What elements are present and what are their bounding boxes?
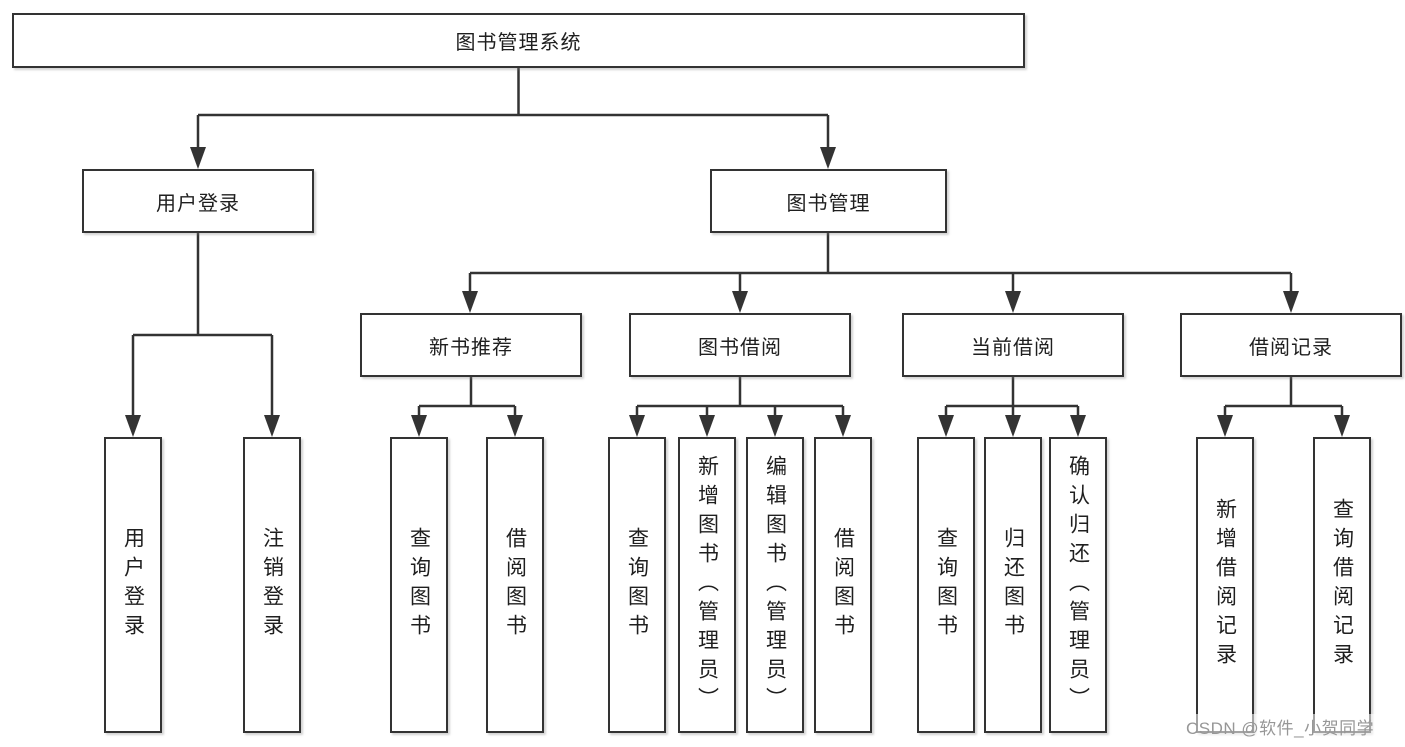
- node-library-system: 图书管理系统: [12, 13, 1025, 68]
- node-nbr-borrow-books: 借阅图书: [486, 437, 544, 733]
- node-logout-action: 注销登录: [243, 437, 301, 733]
- node-book-borrowing-label: 图书借阅: [698, 336, 782, 359]
- node-book-borrowing: 图书借阅: [629, 313, 851, 377]
- node-cb-query-books: 查询图书: [917, 437, 975, 733]
- node-bb-edit-books-admin-label: 编辑图书（管理员）: [763, 454, 787, 716]
- node-user-login-label: 用户登录: [156, 192, 240, 215]
- node-br-add-record-label: 新增借阅记录: [1213, 498, 1237, 672]
- node-borrowing-records-label: 借阅记录: [1249, 336, 1333, 359]
- node-nbr-borrow-books-label: 借阅图书: [503, 527, 527, 643]
- node-new-book-recommendation-label: 新书推荐: [429, 336, 513, 359]
- node-cb-query-books-label: 查询图书: [934, 527, 958, 643]
- node-cb-confirm-return-admin-label: 确认归还（管理员）: [1066, 454, 1090, 716]
- node-br-query-record-label: 查询借阅记录: [1330, 498, 1354, 672]
- node-cb-return-books-label: 归还图书: [1001, 527, 1025, 643]
- node-nbr-query-books-label: 查询图书: [407, 527, 431, 643]
- node-user-login-action-label: 用户登录: [121, 527, 145, 643]
- node-bb-add-books-admin: 新增图书（管理员）: [678, 437, 736, 733]
- node-bb-borrow-books: 借阅图书: [814, 437, 872, 733]
- node-bb-add-books-admin-label: 新增图书（管理员）: [695, 454, 719, 716]
- node-user-login-action: 用户登录: [104, 437, 162, 733]
- node-book-management: 图书管理: [710, 169, 947, 233]
- node-bb-query-books: 查询图书: [608, 437, 666, 733]
- node-logout-action-label: 注销登录: [260, 527, 284, 643]
- node-current-borrowing: 当前借阅: [902, 313, 1124, 377]
- csdn-watermark: CSDN @软件_小贺同学: [1184, 714, 1377, 739]
- node-library-system-label: 图书管理系统: [455, 32, 582, 54]
- node-bb-borrow-books-label: 借阅图书: [831, 527, 855, 643]
- node-cb-confirm-return-admin: 确认归还（管理员）: [1049, 437, 1107, 733]
- node-new-book-recommendation: 新书推荐: [360, 313, 582, 377]
- node-current-borrowing-label: 当前借阅: [971, 336, 1055, 359]
- node-book-management-label: 图书管理: [786, 192, 871, 215]
- node-br-query-record: 查询借阅记录: [1313, 437, 1371, 733]
- node-bb-query-books-label: 查询图书: [625, 527, 649, 643]
- node-borrowing-records: 借阅记录: [1180, 313, 1402, 377]
- node-bb-edit-books-admin: 编辑图书（管理员）: [746, 437, 804, 733]
- node-nbr-query-books: 查询图书: [390, 437, 448, 733]
- node-cb-return-books: 归还图书: [984, 437, 1042, 733]
- node-user-login: 用户登录: [82, 169, 314, 233]
- node-br-add-record: 新增借阅记录: [1196, 437, 1254, 733]
